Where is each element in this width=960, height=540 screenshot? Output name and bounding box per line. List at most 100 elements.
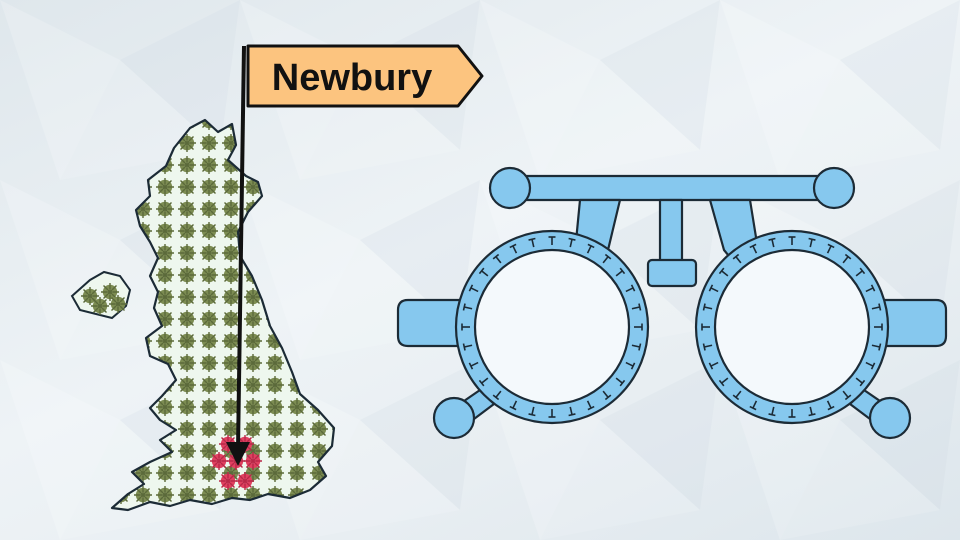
lens-tick-bar — [732, 253, 740, 260]
frame-top-left-knob — [488, 166, 532, 210]
lens-tick-bar — [468, 362, 474, 370]
lens-tick-stem — [615, 270, 623, 277]
lens-tick-bar — [768, 413, 776, 417]
lens-tick-bar — [630, 362, 636, 370]
lens-tick-bar — [749, 405, 757, 411]
lens-tick-stem — [809, 239, 813, 248]
lens-tick-stem — [842, 390, 849, 398]
lens-tick-stem — [464, 306, 473, 310]
lens-tick-bar — [827, 243, 835, 249]
lens-tick-stem — [625, 361, 634, 367]
lens-tick-bar — [587, 243, 595, 249]
lens-tick-bar — [619, 379, 626, 387]
lens-tick-bar — [749, 243, 757, 249]
lens-tick-bar — [708, 284, 714, 292]
lens-tick-bar — [859, 379, 866, 387]
lens-tick-stem — [704, 306, 713, 310]
lens-tick-bar — [870, 362, 876, 370]
lens-tick-bar — [528, 237, 536, 241]
lens-tick-bar — [604, 394, 612, 401]
frame-center-post — [658, 198, 684, 266]
lens-tick-bar — [878, 303, 882, 311]
optometrist-trial-frame-icon — [396, 166, 948, 440]
lens-tick-bar — [568, 237, 576, 241]
lens-tick-bar — [630, 284, 636, 292]
lens-tick-bar — [604, 253, 612, 260]
lens-tick-bar — [568, 413, 576, 417]
frame-top-right-knob — [812, 166, 856, 210]
lens-tick-stem — [602, 256, 609, 264]
lens-tick-stem — [865, 361, 874, 367]
lens-tick-stem — [495, 390, 502, 398]
sign-board — [246, 44, 484, 108]
lens-tick-bar — [492, 253, 500, 260]
lens-tick-stem — [752, 245, 758, 254]
lens-tick-stem — [735, 390, 742, 398]
lens-tick-stem — [871, 306, 880, 310]
lens-tick-stem — [586, 245, 592, 254]
lens-tick-bar — [478, 267, 485, 275]
lens-tick-stem — [721, 270, 729, 277]
lens-tick-bar — [702, 303, 706, 311]
lens-tick-stem — [531, 239, 535, 248]
lens-tick-stem — [735, 256, 742, 264]
lens-tick-stem — [771, 239, 775, 248]
lens-tick-stem — [481, 377, 489, 384]
lens-tick-bar — [468, 284, 474, 292]
lens-tick-bar — [619, 267, 626, 275]
lens-tick-bar — [827, 405, 835, 411]
lens-tick-bar — [587, 405, 595, 411]
lens-tick-bar — [478, 379, 485, 387]
lens-tick-bar — [638, 303, 642, 311]
lens-tick-stem — [855, 270, 863, 277]
location-sign: Newbury — [226, 44, 484, 466]
sign-pole — [236, 45, 246, 451]
lens-tick-bar — [718, 267, 725, 275]
lens-tick-bar — [859, 267, 866, 275]
lens-tick-bar — [718, 379, 725, 387]
lens-tick-bar — [732, 394, 740, 401]
lens-tick-stem — [865, 287, 874, 293]
lens-tick-stem — [495, 256, 502, 264]
frame-top-bar — [498, 174, 844, 202]
frame-right-temple — [872, 298, 948, 348]
location-label: Newbury — [272, 57, 432, 99]
lens-tick-bar — [878, 343, 882, 351]
lens-tick-stem — [464, 344, 473, 348]
lens-tick-bar — [509, 405, 517, 411]
lens-tick-stem — [826, 400, 832, 409]
lens-tick-stem — [470, 287, 479, 293]
lens-tick-stem — [704, 344, 713, 348]
lens-tick-bar — [492, 394, 500, 401]
right-lens-ring-ticks — [701, 236, 883, 418]
lens-tick-stem — [512, 400, 518, 409]
lens-tick-bar — [638, 343, 642, 351]
lens-tick-stem — [569, 239, 573, 248]
frame-left-temple — [396, 298, 472, 348]
lens-tick-stem — [771, 406, 775, 415]
lens-tick-stem — [842, 256, 849, 264]
frame-bottom-right-knob — [868, 396, 912, 440]
lens-tick-bar — [462, 303, 466, 311]
right-lens — [713, 248, 871, 406]
pointer-arrowhead-icon — [226, 442, 250, 466]
lens-tick-stem — [752, 400, 758, 409]
lens-tick-stem — [470, 361, 479, 367]
lens-tick-stem — [710, 287, 719, 293]
lens-tick-bar — [808, 237, 816, 241]
lens-tick-bar — [509, 243, 517, 249]
lens-tick-stem — [631, 344, 640, 348]
lens-tick-stem — [721, 377, 729, 384]
lens-tick-stem — [625, 287, 634, 293]
lens-tick-stem — [586, 400, 592, 409]
britain-outline — [110, 118, 336, 512]
lens-tick-bar — [844, 253, 852, 260]
lens-tick-bar — [462, 343, 466, 351]
lens-tick-bar — [702, 343, 706, 351]
lens-tick-stem — [871, 344, 880, 348]
left-lens — [473, 248, 631, 406]
lens-tick-stem — [809, 406, 813, 415]
lens-tick-bar — [808, 413, 816, 417]
frame-bottom-left-knob — [432, 396, 476, 440]
